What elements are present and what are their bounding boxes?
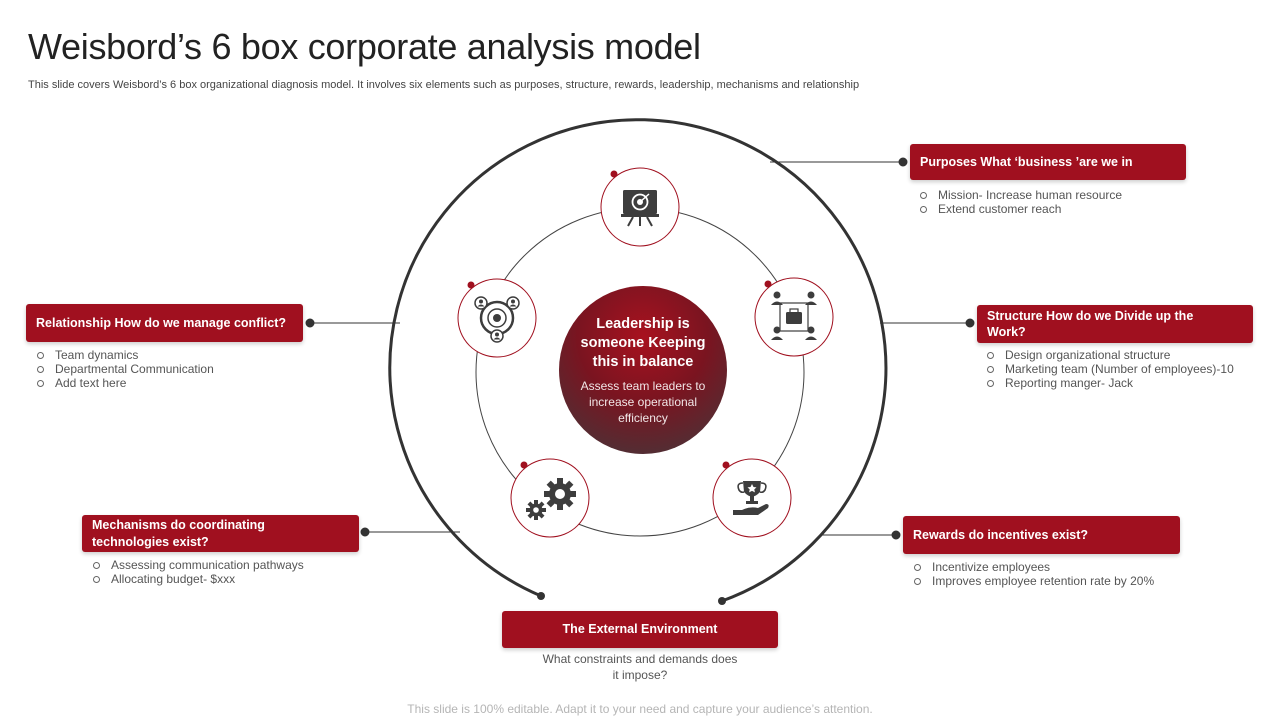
outer-arc: [388, 118, 888, 603]
environment-label: The External Environment: [562, 622, 718, 637]
list-item: Allocating budget- $xxx: [93, 572, 304, 586]
outer-arc-end-left: [537, 592, 545, 600]
list-item: Design organizational structure: [987, 348, 1234, 362]
page-subtitle: This slide covers Weisbord’s 6 box organ…: [28, 79, 860, 91]
rewards-box: Rewards do incentives exist?: [903, 516, 1180, 554]
team-structure-icon: [754, 277, 834, 357]
rewards-label: Rewards do incentives exist?: [913, 527, 1089, 542]
structure-points: Design organizational structure Marketin…: [987, 348, 1234, 390]
trophy-hand-icon: [712, 458, 792, 538]
mechanisms-label: Mechanisms do coordinating technologies …: [92, 518, 265, 549]
list-item: Departmental Communication: [37, 362, 214, 376]
list-item: Mission- Increase human resource: [920, 188, 1122, 202]
relationship-points: Team dynamics Departmental Communication…: [37, 348, 214, 390]
purposes-label: Purposes What ‘business ’are we in: [920, 154, 1133, 169]
list-item: Extend customer reach: [920, 202, 1122, 216]
list-item: Add text here: [37, 376, 214, 390]
presentation-target-icon: [600, 167, 680, 247]
list-item: Improves employee retention rate by 20%: [914, 574, 1154, 588]
relationship-label: Relationship How do we manage conflict?: [36, 315, 287, 330]
purposes-box: Purposes What ‘business ’are we in: [910, 144, 1186, 180]
page-title: Weisbord’s 6 box corporate analysis mode…: [28, 26, 701, 67]
rewards-points: Incentivize employees Improves employee …: [914, 560, 1154, 588]
environment-box: The External Environment: [502, 611, 778, 648]
leadership-title: Leadership is someone Keeping this in ba…: [580, 315, 706, 370]
list-item: Assessing communication pathways: [93, 558, 304, 572]
structure-label: Structure How do we Divide up the Work?: [987, 308, 1194, 339]
outer-arc-end-right: [718, 597, 726, 605]
network-people-icon: [457, 278, 537, 358]
gears-icon: [510, 458, 590, 538]
list-item: Team dynamics: [37, 348, 214, 362]
connectors: [305, 157, 975, 540]
mechanisms-points: Assessing communication pathways Allocat…: [93, 558, 304, 586]
mechanisms-box: Mechanisms do coordinating technologies …: [82, 515, 359, 552]
purposes-points: Mission- Increase human resource Extend …: [920, 188, 1122, 216]
footer-note: This slide is 100% editable. Adapt it to…: [407, 702, 873, 716]
relationship-box: Relationship How do we manage conflict?: [26, 304, 303, 342]
leadership-description: Assess team leaders to increase operatio…: [580, 378, 706, 425]
list-item: Marketing team (Number of employees)-10: [987, 362, 1234, 376]
list-item: Reporting manger- Jack: [987, 376, 1234, 390]
environment-description: What constraints and demands does it imp…: [542, 652, 738, 682]
structure-box: Structure How do we Divide up the Work?: [977, 305, 1253, 343]
list-item: Incentivize employees: [914, 560, 1154, 574]
leadership-center-circle: Leadership is someone Keeping this in ba…: [559, 286, 727, 454]
